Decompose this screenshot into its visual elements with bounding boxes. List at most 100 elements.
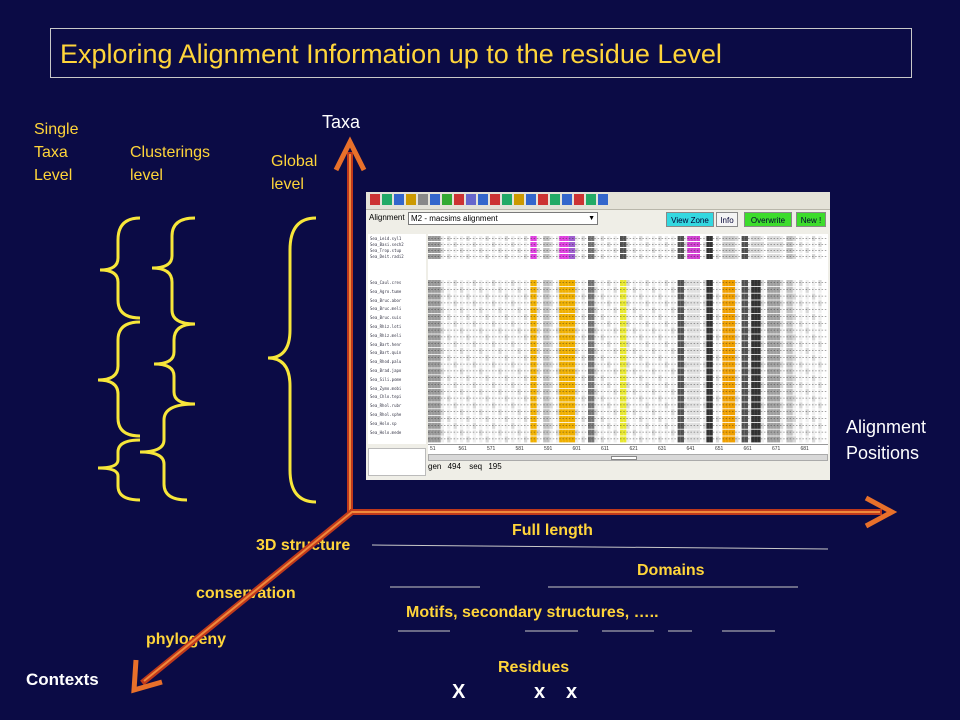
alignment-cell	[645, 429, 649, 436]
sequence-name[interactable]: Sea_Deit.radi2	[370, 254, 404, 259]
toolbar-icon[interactable]	[502, 194, 512, 205]
alignment-cell	[428, 320, 432, 327]
sequence-name[interactable]: Sea_Holo.mede	[370, 429, 402, 435]
alignment-cell	[722, 382, 726, 388]
alignment-cell	[620, 348, 624, 354]
alignment-cell	[751, 361, 755, 368]
alignment-cell	[639, 422, 643, 429]
alignment-cell	[652, 395, 656, 402]
toolbar-icon[interactable]	[466, 194, 476, 205]
toolbar-icon[interactable]	[550, 194, 560, 205]
alignment-cell	[556, 382, 560, 388]
alignment-cell	[492, 429, 496, 436]
alignment-cell	[447, 254, 451, 259]
alignment-cell	[728, 354, 732, 361]
toolbar-icon[interactable]	[406, 194, 416, 205]
toolbar-icon[interactable]	[382, 194, 392, 205]
toolbar-icon[interactable]	[394, 194, 404, 205]
sequence-name[interactable]: Sea_Rhiz.meli	[370, 332, 402, 338]
sequence-name[interactable]: Sea_Bart.henr	[370, 341, 402, 347]
sequence-name[interactable]: Sea_Leid.syl1	[370, 236, 402, 241]
alignment-cell	[498, 286, 502, 293]
toolbar-icon[interactable]	[454, 194, 464, 205]
alignment-cell	[498, 307, 502, 314]
sequence-name[interactable]: Sea_Zymo.mobi	[370, 385, 402, 391]
sequence-name[interactable]: Sea_Rhiz.loti	[370, 324, 402, 329]
sequence-name[interactable]: Sea_Bruc.suis	[370, 315, 402, 321]
sequence-name[interactable]: Sea_Bart.quin	[370, 350, 402, 356]
alignment-cell	[626, 300, 630, 307]
sequence-name[interactable]: Sea_Basi.sech2	[370, 242, 404, 247]
alignment-cell	[575, 409, 579, 416]
alignment-cell	[645, 395, 649, 402]
alignment-cell	[760, 341, 764, 348]
alignment-cell	[594, 300, 598, 307]
alignment-cell	[680, 395, 684, 402]
toolbar-icon[interactable]	[562, 194, 572, 205]
alignment-cell	[799, 388, 803, 395]
alignment-cell	[517, 436, 521, 443]
alignment-cell	[760, 436, 764, 443]
overwrite-button[interactable]: Overwrite	[744, 212, 792, 227]
info-button[interactable]: Info	[716, 212, 738, 227]
sequence-name[interactable]: Sea_Chlo.tepi	[370, 394, 402, 400]
alignment-cell	[556, 307, 560, 314]
sequence-name[interactable]: Sea_Bruc.meli	[370, 306, 402, 312]
sequence-name[interactable]: Sea_Trop.stup	[370, 248, 402, 253]
alignment-cell	[696, 254, 700, 259]
view-zone-button[interactable]: View Zone	[666, 212, 714, 227]
alignment-cell	[536, 402, 540, 409]
alignment-cell	[805, 314, 809, 320]
alignment-cell	[722, 402, 726, 409]
toolbar-icon[interactable]	[538, 194, 548, 205]
toolbar-icon[interactable]	[430, 194, 440, 205]
alignment-cell	[626, 368, 630, 375]
toolbar-icon[interactable]	[478, 194, 488, 205]
alignment-cell	[677, 348, 681, 354]
alignment-cell	[671, 341, 675, 348]
toolbar-icon[interactable]	[370, 194, 380, 205]
toolbar-icon[interactable]	[574, 194, 584, 205]
sequence-name[interactable]: Sea_Rhod.palu	[370, 359, 402, 365]
alignment-cell	[687, 382, 691, 388]
alignment-cell	[549, 242, 553, 247]
toolbar-icon[interactable]	[418, 194, 428, 205]
toolbar-icon[interactable]	[598, 194, 608, 205]
scrollbar-thumb[interactable]	[611, 456, 637, 460]
toolbar-icon[interactable]	[490, 194, 500, 205]
alignment-cell	[511, 300, 515, 307]
alignment-cell	[812, 280, 816, 286]
sequence-name[interactable]: Sea_Caul.cres	[370, 280, 402, 285]
alignment-cell	[632, 368, 636, 375]
toolbar-icon[interactable]	[526, 194, 536, 205]
toolbar-icon[interactable]	[586, 194, 596, 205]
alignment-cell	[565, 307, 569, 314]
sequence-name[interactable]: Sea_Rhol.sphe	[370, 412, 402, 417]
alignment-cell	[732, 300, 736, 307]
alignment-cell	[530, 314, 534, 320]
horizontal-scrollbar[interactable]	[428, 454, 828, 461]
alignment-cell	[437, 280, 441, 286]
alignment-cell	[709, 375, 713, 382]
alignment-cell	[575, 334, 579, 341]
alignment-cell	[757, 334, 761, 341]
toolbar-icon[interactable]	[442, 194, 452, 205]
alignment-cell	[732, 382, 736, 388]
alignment-cell	[607, 361, 611, 368]
alignment-select[interactable]: M2 - macsims alignment ▼	[408, 212, 598, 225]
sequence-name[interactable]: Sea_Holo.sp	[370, 420, 397, 426]
sequence-name[interactable]: Sea_Bruc.abor	[370, 297, 402, 303]
alignment-cell	[748, 236, 752, 241]
alignment-cell	[536, 409, 540, 416]
sequence-name[interactable]: Sea_Rhol.rubr	[370, 403, 402, 409]
alignment-cell	[645, 242, 649, 247]
alignment-cell	[757, 388, 761, 395]
toolbar-icon[interactable]	[514, 194, 524, 205]
sequence-name[interactable]: Sea_Agro.tume	[370, 288, 402, 294]
alignment-cell	[693, 375, 697, 382]
alignment-panel[interactable]	[428, 234, 828, 444]
alignment-cell	[549, 320, 553, 327]
sequence-name[interactable]: Sea_Brad.japo	[370, 368, 402, 373]
new-button[interactable]: New !	[796, 212, 826, 227]
sequence-name[interactable]: Sea_Sili.pome	[370, 376, 402, 382]
